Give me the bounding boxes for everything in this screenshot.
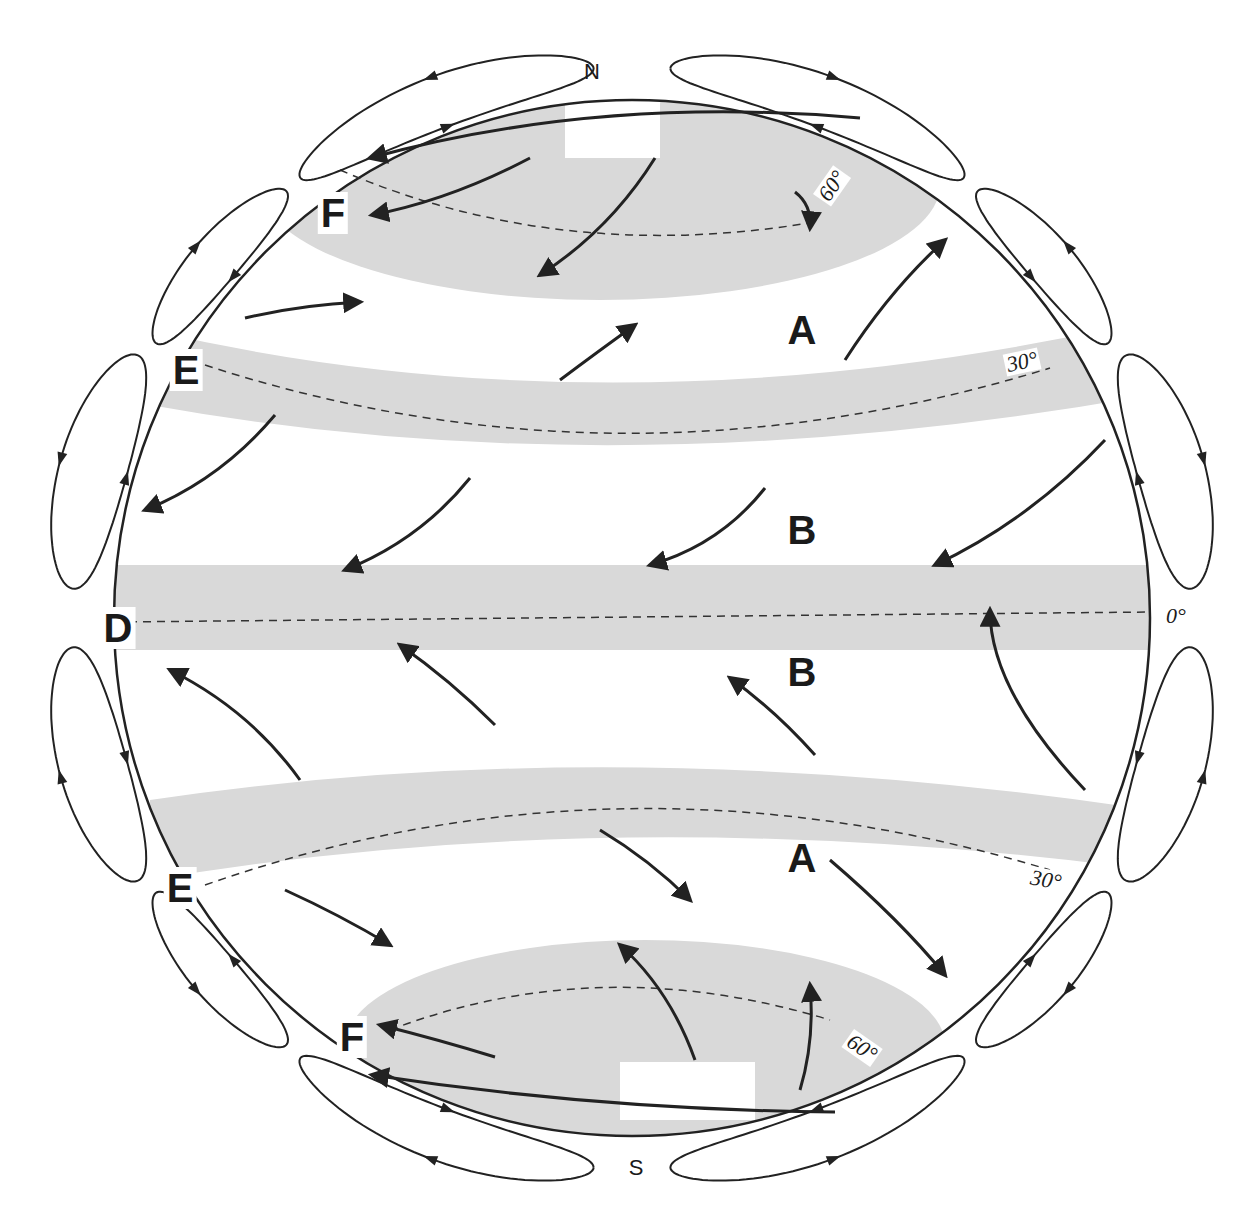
stippled-zones	[100, 70, 1160, 1150]
cell-arrowhead	[1063, 241, 1076, 255]
cell-arrowhead	[1135, 750, 1145, 765]
zone-letter: A	[788, 310, 817, 350]
cell-loop	[976, 892, 1112, 1048]
cell-arrowhead	[423, 1156, 438, 1166]
cell-arrowhead	[228, 268, 241, 282]
cell-arrowhead	[826, 70, 841, 80]
cell-loop	[670, 55, 964, 180]
cell-loop	[300, 1056, 594, 1181]
cell-arrowhead	[1023, 268, 1036, 282]
zone-letter: S	[629, 1157, 644, 1179]
cell-arrowhead	[440, 1103, 455, 1113]
cell-arrowhead	[1023, 954, 1036, 968]
circulation-cells	[51, 55, 1213, 1180]
cell-arrowhead	[440, 124, 455, 134]
cell-loop	[670, 1056, 964, 1181]
zone-letter: F	[337, 1016, 367, 1058]
cell-arrowhead	[58, 451, 68, 466]
cell-loop	[976, 189, 1112, 345]
latitude-label: 30°	[1027, 866, 1065, 894]
globe-outline	[114, 100, 1150, 1136]
cell-arrowhead	[188, 982, 201, 996]
zone-letter: D	[101, 607, 136, 649]
cell-arrowhead	[119, 471, 129, 486]
cell-loop	[1118, 354, 1213, 588]
cell-arrowhead	[809, 1103, 824, 1113]
zone-letter: N	[584, 61, 600, 83]
cell-arrowhead	[119, 750, 129, 765]
cell-arrowhead	[228, 954, 241, 968]
cell-arrowhead	[1197, 451, 1207, 466]
latitude-label: 0°	[1164, 605, 1188, 627]
cell-arrowhead	[1135, 471, 1145, 486]
cell-loop	[1118, 647, 1213, 881]
zone-letter: E	[164, 867, 197, 909]
cell-arrowhead	[423, 70, 438, 80]
zone-letter: A	[788, 838, 817, 878]
cell-arrowhead	[58, 770, 68, 785]
wind-arrows	[145, 112, 1105, 1112]
cell-arrowhead	[809, 124, 824, 134]
cell-arrowhead	[188, 241, 201, 255]
cell-arrowhead	[1197, 770, 1207, 785]
cell-loop	[51, 647, 146, 881]
cell-loop	[153, 189, 289, 345]
cell-loop	[300, 55, 594, 180]
latitude-lines	[115, 170, 1150, 1030]
zone-letter: E	[170, 349, 203, 391]
cell-arrowhead	[1063, 982, 1076, 996]
zone-letter: B	[788, 510, 817, 550]
zone-letter: B	[788, 652, 817, 692]
cell-loop	[51, 354, 146, 588]
cell-arrowhead	[826, 1156, 841, 1166]
zone-letter: F	[318, 192, 348, 234]
cell-loop	[153, 892, 289, 1048]
